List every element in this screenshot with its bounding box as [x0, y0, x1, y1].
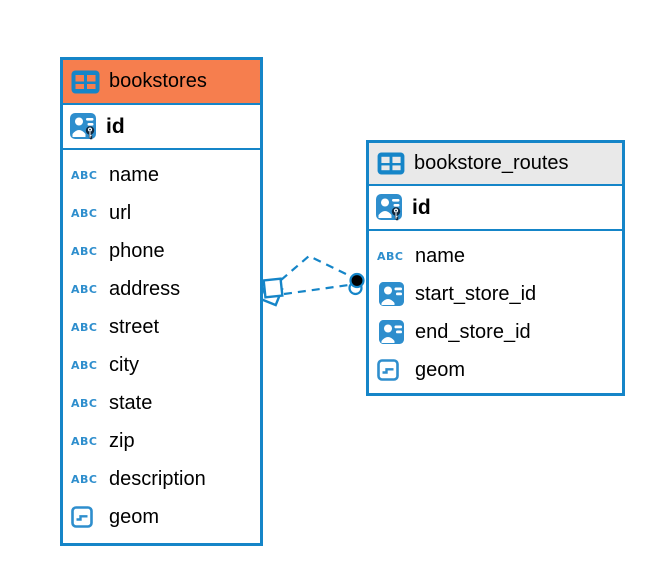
column-row-bookstores-name[interactable]: ABC name	[63, 156, 260, 194]
column-name: geom	[109, 505, 160, 528]
text-type-icon: ABC	[71, 358, 98, 372]
text-type-icon: ABC	[71, 244, 98, 258]
column-name: id	[412, 195, 431, 219]
relation-dot-marker-front[interactable]	[349, 272, 365, 289]
column-row-routes-geom[interactable]: geom	[369, 351, 622, 389]
column-row-routes-start-store-id[interactable]: start_store_id	[369, 275, 622, 313]
column-name: url	[109, 201, 132, 224]
text-type-icon: ABC	[71, 206, 98, 220]
column-row-bookstores-street[interactable]: ABC street	[63, 308, 260, 346]
column-list: ABC name ABC url ABC phone ABC address A…	[63, 150, 260, 536]
text-type-icon: ABC	[71, 472, 98, 486]
text-type-icon: ABC	[71, 282, 98, 296]
column-name: description	[109, 467, 206, 490]
column-name: address	[109, 277, 181, 300]
column-row-bookstores-state[interactable]: ABC state	[63, 384, 260, 422]
column-row-bookstores-address[interactable]: ABC address	[63, 270, 260, 308]
column-row-bookstores-zip[interactable]: ABC zip	[63, 422, 260, 460]
text-type-icon: ABC	[71, 396, 98, 410]
geometry-type-icon	[377, 359, 399, 381]
column-row-bookstores-id[interactable]: id	[63, 105, 260, 150]
text-type-icon: ABC	[71, 168, 98, 182]
column-name: name	[415, 244, 466, 267]
primary-key-icon	[376, 194, 402, 221]
column-name: state	[109, 391, 153, 414]
column-name: street	[109, 315, 160, 338]
column-name: geom	[415, 358, 466, 381]
table-icon	[377, 152, 405, 175]
column-row-routes-id[interactable]: id	[369, 186, 622, 231]
column-row-bookstores-url[interactable]: ABC url	[63, 194, 260, 232]
column-row-bookstores-description[interactable]: ABC description	[63, 460, 260, 498]
column-name: phone	[109, 239, 165, 262]
column-row-routes-end-store-id[interactable]: end_store_id	[369, 313, 622, 351]
column-name: start_store_id	[415, 282, 537, 305]
column-row-routes-name[interactable]: ABC name	[369, 237, 622, 275]
geometry-type-icon	[71, 506, 93, 528]
column-list: ABC name start_store_id	[369, 231, 622, 389]
column-name: end_store_id	[415, 320, 531, 343]
table-bookstores[interactable]: bookstores id ABC name ABC	[60, 57, 263, 546]
reference-column-icon	[379, 319, 404, 344]
table-header-bookstores[interactable]: bookstores	[63, 60, 260, 105]
relation-diamond-marker-front[interactable]	[262, 277, 284, 299]
text-type-icon: ABC	[71, 320, 98, 334]
column-row-bookstores-geom[interactable]: geom	[63, 498, 260, 536]
column-row-bookstores-phone[interactable]: ABC phone	[63, 232, 260, 270]
column-name: name	[109, 163, 160, 186]
table-icon	[71, 70, 100, 93]
column-name: id	[106, 114, 125, 138]
relation-line-upper[interactable]	[280, 254, 353, 281]
text-type-icon: ABC	[71, 434, 98, 448]
table-name: bookstores	[109, 70, 207, 92]
primary-key-icon	[70, 113, 96, 140]
table-name: bookstore_routes	[414, 152, 569, 174]
relation-line-lower[interactable]	[283, 283, 350, 296]
text-type-icon: ABC	[377, 249, 404, 263]
column-name: city	[109, 353, 139, 376]
table-header-bookstore-routes[interactable]: bookstore_routes	[369, 143, 622, 186]
table-bookstore-routes[interactable]: bookstore_routes id ABC name	[366, 140, 625, 396]
reference-column-icon	[379, 281, 404, 306]
column-row-bookstores-city[interactable]: ABC city	[63, 346, 260, 384]
column-name: zip	[109, 429, 135, 452]
